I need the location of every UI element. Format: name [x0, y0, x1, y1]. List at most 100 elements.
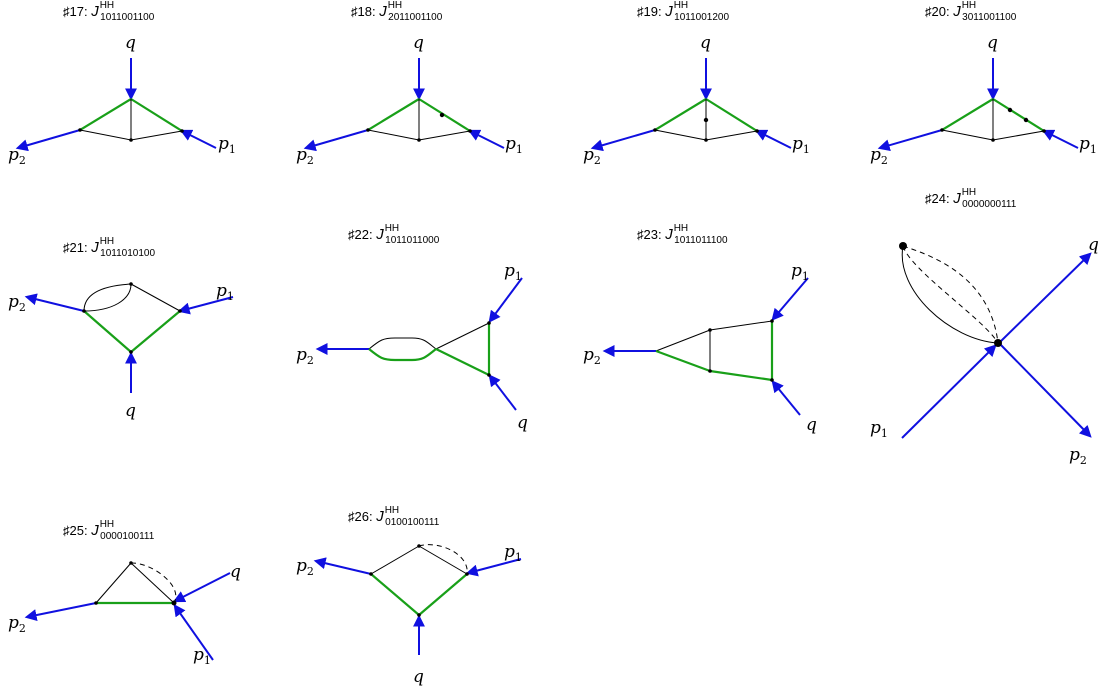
massless-line: [709, 320, 773, 331]
massive-line: [418, 573, 468, 616]
diagram-title-25: ♯25: JHH0000100111: [63, 519, 155, 542]
label-p1: p1: [792, 134, 810, 156]
massless-line: [370, 545, 420, 575]
vertex-large: [994, 339, 1002, 347]
label-p2: p2: [1069, 445, 1087, 467]
massive-line: [655, 349, 711, 373]
massless-line: [130, 283, 181, 312]
diagram-title-21: ♯21: JHH1011010100: [63, 236, 156, 259]
label-q: q: [517, 413, 528, 433]
vertex: [129, 138, 133, 142]
diagram-title-20: ♯20: JHH3011001100: [925, 0, 1017, 23]
massive-line: [705, 98, 758, 132]
massless-bubble: [368, 337, 437, 350]
external-line-p2: [998, 342, 1092, 438]
propagator-dot: [439, 112, 445, 118]
massless-line: [130, 562, 175, 604]
massless-line: [654, 129, 707, 141]
vertex: [991, 138, 995, 142]
vertex: [94, 601, 98, 605]
label-p2: p2: [296, 145, 314, 167]
label-p1: p1: [218, 134, 236, 156]
massive-bubble: [368, 348, 437, 362]
vertex: [1042, 129, 1046, 133]
vertex: [82, 309, 86, 313]
external-line-p2: [24, 602, 97, 621]
external-line-q: [998, 252, 1092, 344]
massless-bubble: [83, 283, 132, 312]
massless-bubble: [83, 283, 132, 312]
diagram-22: q p1 p2: [296, 261, 528, 433]
vertex: [708, 328, 712, 332]
label-q: q: [1088, 235, 1099, 255]
label-q: q: [230, 562, 241, 582]
dashed-line: [902, 245, 999, 344]
diagram-title-22: ♯22: JHH1011011000: [348, 223, 440, 246]
massless-line: [367, 129, 420, 141]
massless-line: [992, 130, 1045, 141]
label-p1: p1: [504, 261, 522, 283]
diagram-23: q p1 p2: [583, 261, 817, 435]
label-p1: p1: [505, 134, 523, 156]
massless-line: [655, 329, 711, 352]
vertex: [178, 309, 182, 313]
label-p2: p2: [296, 556, 314, 578]
dashed-line: [902, 245, 999, 344]
label-q: q: [125, 33, 136, 53]
vertex: [770, 378, 774, 382]
label-q: q: [987, 33, 998, 53]
label-p2: p2: [8, 145, 26, 167]
vertex: [487, 373, 491, 377]
diagram-25: q p1 p2: [8, 561, 241, 667]
massless-line: [435, 322, 490, 350]
diagram-title-26: ♯26: JHH0100100111: [348, 505, 440, 528]
vertex: [708, 369, 712, 373]
external-line-p1: [754, 129, 792, 149]
external-line-p2: [313, 557, 372, 575]
propagator-dot: [1007, 107, 1013, 113]
massive-line: [130, 310, 181, 353]
label-p2: p2: [8, 292, 26, 314]
massive-line: [130, 98, 183, 132]
vertex: [417, 613, 421, 617]
external-line-p2: [15, 129, 81, 152]
vertex: [129, 350, 133, 354]
massive-line: [79, 98, 132, 131]
propagator-dot: [1023, 117, 1029, 123]
diagram-17: q p1 p2: [8, 33, 236, 167]
external-line-p2: [303, 129, 369, 152]
external-line-q: [771, 380, 801, 416]
massive-line: [367, 98, 420, 131]
vertex: [78, 128, 82, 132]
massless-line: [418, 130, 471, 141]
massive-line: [435, 348, 490, 376]
massive-line: [941, 98, 994, 131]
vertex: [770, 319, 774, 323]
massive-line: [370, 573, 420, 616]
label-p2: p2: [296, 345, 314, 367]
massive-line: [83, 310, 132, 353]
diagram-title-24: ♯24: JHH0000000111: [925, 187, 1017, 210]
vertex: [171, 600, 177, 606]
label-q: q: [806, 415, 817, 435]
diagram-title-17: ♯17: JHH1011001100: [63, 0, 155, 23]
vertex: [369, 572, 373, 576]
label-q: q: [413, 33, 424, 53]
massless-line: [901, 245, 999, 344]
diagram-26: q p1 p2: [296, 542, 522, 687]
vertex: [417, 138, 421, 142]
external-line-p1: [1041, 129, 1079, 149]
label-p2: p2: [870, 145, 888, 167]
label-q: q: [125, 401, 136, 421]
vertex: [704, 138, 708, 142]
external-line-p1: [465, 558, 522, 577]
massless-line: [705, 130, 758, 141]
vertex: [755, 129, 759, 133]
label-q: q: [700, 33, 711, 53]
label-p1: p1: [791, 261, 809, 283]
external-line-p1: [771, 277, 809, 321]
external-line-p1: [901, 344, 997, 439]
external-line-p1: [177, 296, 234, 315]
